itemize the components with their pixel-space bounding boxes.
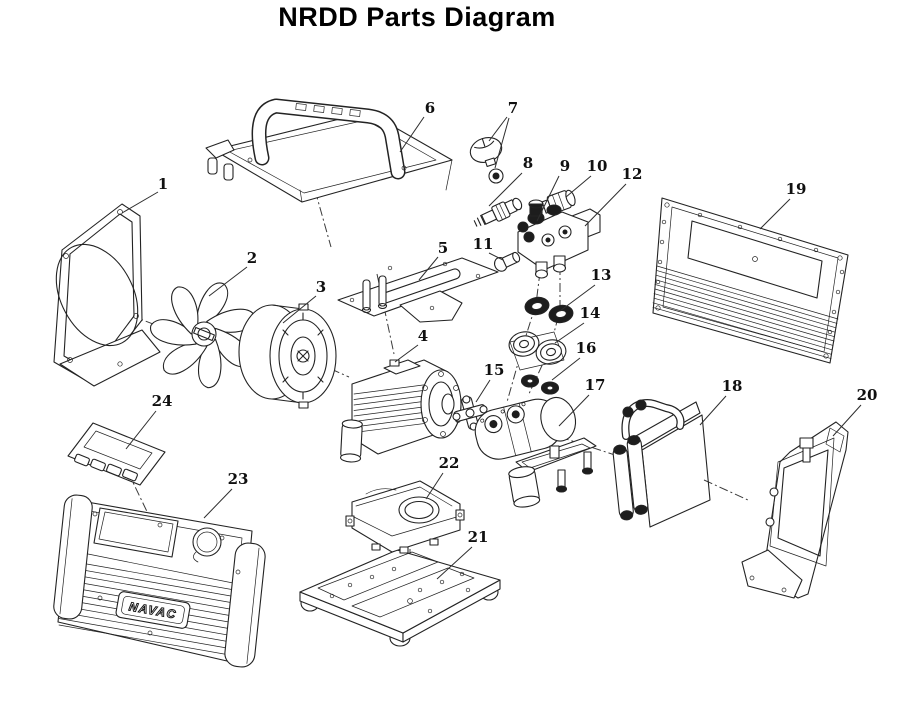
part-label-17: 17: [585, 376, 606, 394]
part-17-compressor: [474, 396, 597, 508]
part-leader-12: [584, 183, 627, 227]
part-4-motor: [339, 359, 462, 463]
part-22-electrical-box: [345, 480, 465, 554]
part-24-control-overlay: [67, 422, 166, 486]
part-leader-1: [121, 191, 159, 214]
part-label-5: 5: [438, 239, 448, 257]
part-label-9: 9: [560, 157, 570, 175]
part-leader-17: [558, 394, 590, 427]
part-label-8: 8: [523, 154, 533, 172]
part-label-21: 21: [468, 528, 489, 546]
part-leader-24: [125, 410, 157, 450]
part-label-23: 23: [228, 470, 249, 488]
part-leader-8: [488, 172, 523, 207]
part-label-2: 2: [247, 249, 257, 267]
part-leader-23: [203, 488, 233, 519]
part-leader-20: [832, 404, 862, 437]
part-21-base-plate: [299, 549, 501, 647]
part-1-side-panel: [53, 203, 161, 387]
part-12-valve-manifold: [517, 199, 601, 279]
part-label-7: 7: [508, 99, 518, 117]
part-8-fitting: [473, 197, 523, 227]
part-15-clamp-bracket: [452, 395, 488, 431]
part-label-24: 24: [152, 392, 173, 410]
part-6-handle: [205, 98, 453, 203]
part-20-side-panel: [741, 421, 849, 599]
part-label-22: 22: [439, 454, 460, 472]
part-leader-3: [282, 295, 317, 324]
part-11-connector: [494, 251, 521, 272]
part-label-3: 3: [316, 278, 326, 296]
part-leader-18: [699, 395, 727, 426]
part-2-fan: [150, 282, 256, 389]
part-leader-15: [475, 379, 491, 403]
part-19-rear-panel: [652, 197, 849, 364]
part-23-front-housing: NAVAC: [53, 494, 266, 668]
part-leader-16: [551, 357, 581, 381]
part-label-12: 12: [622, 165, 643, 183]
part-16-washers: [520, 374, 560, 395]
part-7-knob: [469, 137, 504, 184]
part-label-18: 18: [722, 377, 743, 395]
part-label-16: 16: [576, 339, 597, 357]
part-5-mounting-plate: [337, 257, 499, 323]
part-14-gauge-caps: [508, 331, 567, 371]
part-leader-9: [536, 175, 560, 222]
brand-logo-plate: NAVAC: [115, 591, 191, 629]
part-leader-13: [559, 284, 596, 312]
part-leader-11: [488, 252, 504, 261]
part-18-condenser: [612, 399, 711, 528]
part-label-19: 19: [786, 180, 807, 198]
part-label-6: 6: [425, 99, 435, 117]
part-label-10: 10: [587, 157, 608, 175]
part-label-1: 1: [158, 175, 168, 193]
part-leader-6: [399, 116, 425, 153]
part-13-seal-rings: [524, 296, 574, 324]
part-leader-10: [565, 175, 592, 198]
part-3-fan-shroud: [238, 303, 337, 409]
part-label-14: 14: [580, 304, 601, 322]
part-leader-21: [436, 546, 473, 580]
part-leader-5: [418, 256, 439, 281]
part-leader-4: [394, 344, 419, 363]
part-label-13: 13: [591, 266, 612, 284]
part-leader-7: [488, 116, 508, 142]
part-leader-2: [208, 266, 248, 297]
part-leader-19: [759, 198, 791, 230]
part-label-11: 11: [473, 235, 494, 253]
part-label-15: 15: [484, 361, 505, 379]
page-title: NRDD Parts Diagram: [278, 2, 556, 32]
part-leader-7-2: [494, 117, 510, 169]
part-leader-14: [554, 322, 585, 344]
part-label-20: 20: [857, 386, 878, 404]
part-leader-22: [425, 472, 444, 500]
part-label-4: 4: [418, 327, 428, 345]
